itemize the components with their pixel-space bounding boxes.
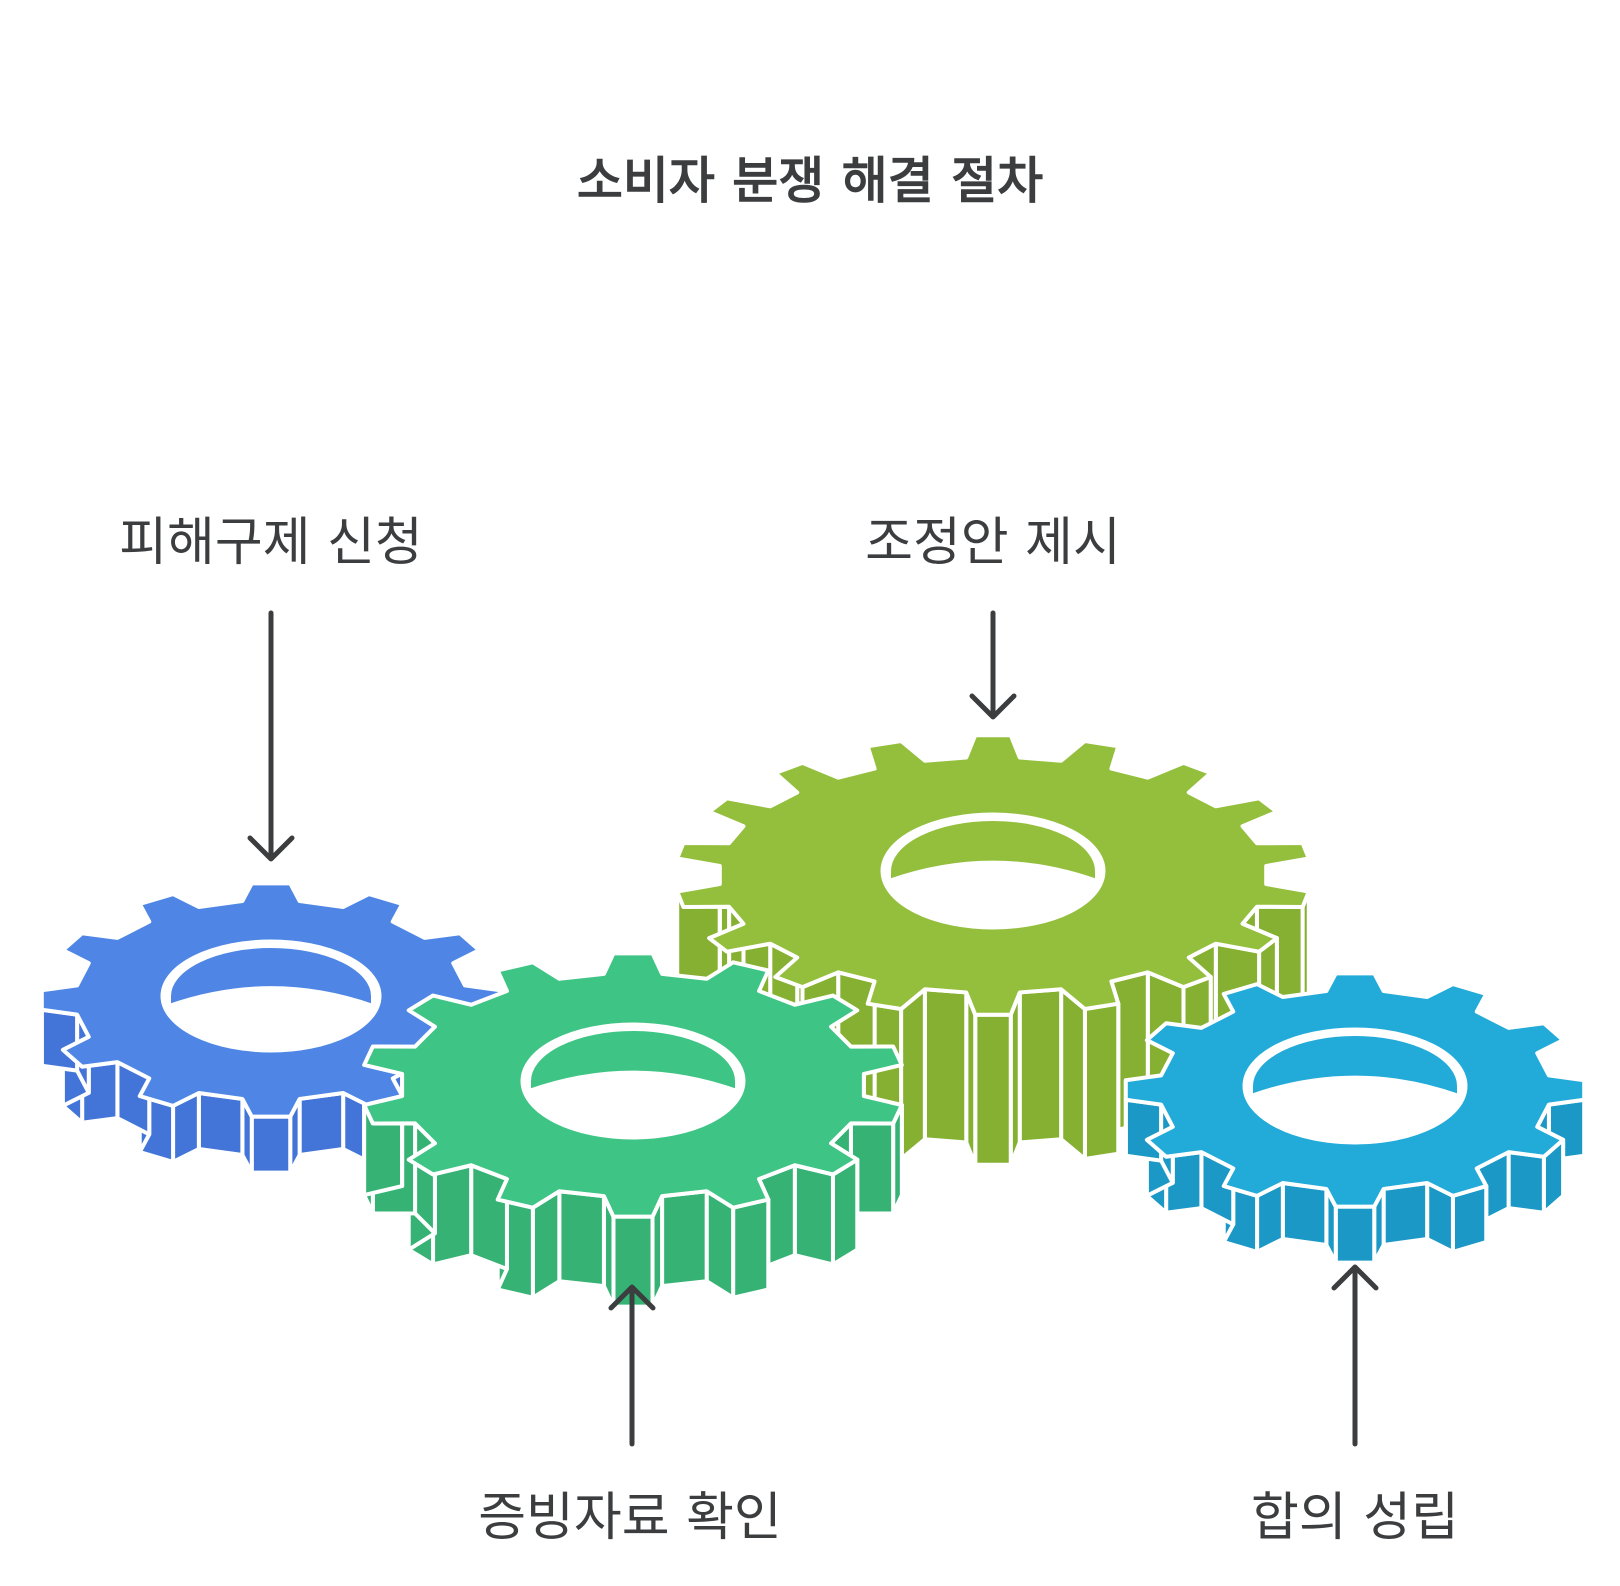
gear-side-face [297, 1090, 346, 1157]
gear-side-face [973, 1012, 1013, 1167]
arrow-step-3 [969, 610, 1017, 720]
gear-side-face [1123, 1097, 1164, 1163]
step-3-label: 조정안 제시 [865, 513, 1121, 573]
gear-side-face [830, 1157, 860, 1267]
gear-side-face [1280, 1180, 1329, 1247]
gear-hole-inner-wall [167, 944, 375, 1009]
gear-side-face [1333, 1204, 1377, 1265]
gear-side-face [1017, 987, 1064, 1145]
gear-step-4 [1123, 971, 1587, 1265]
step-2-label: 증빙자료 확인 [478, 1488, 782, 1548]
gear-step-2 [362, 951, 904, 1309]
arrow-step-2 [608, 1284, 656, 1447]
gear-side-face [431, 1163, 474, 1267]
gear-hole-inner-wall [887, 817, 1099, 884]
gear-side-face [39, 1007, 80, 1073]
gear-side-face [922, 987, 969, 1145]
gear-side-face [1381, 1180, 1430, 1247]
gear-side-face [660, 1189, 709, 1289]
gear-hole-inner-wall [527, 1027, 739, 1094]
gear-side-face [1059, 987, 1087, 1162]
gear-side-face [792, 1163, 835, 1267]
arrow-step-1 [247, 610, 295, 862]
gear-side-face [469, 1163, 509, 1272]
arrow-step-4 [1331, 1264, 1379, 1447]
gear-side-face [249, 1114, 293, 1175]
step-1-label: 피해구제 신청 [119, 513, 423, 573]
gear-side-face [1506, 1150, 1546, 1215]
gear-hole-inner-wall [1249, 1032, 1461, 1099]
gear-side-face [1082, 1001, 1121, 1162]
step-4-label: 합의 성립 [1251, 1488, 1459, 1548]
gear-side-face [557, 1189, 606, 1289]
gear-side-face [731, 1197, 771, 1300]
diagram-title: 소비자 분쟁 해결 절차 [577, 152, 1043, 210]
gear-side-face [899, 987, 927, 1162]
gear-side-face [196, 1090, 245, 1157]
